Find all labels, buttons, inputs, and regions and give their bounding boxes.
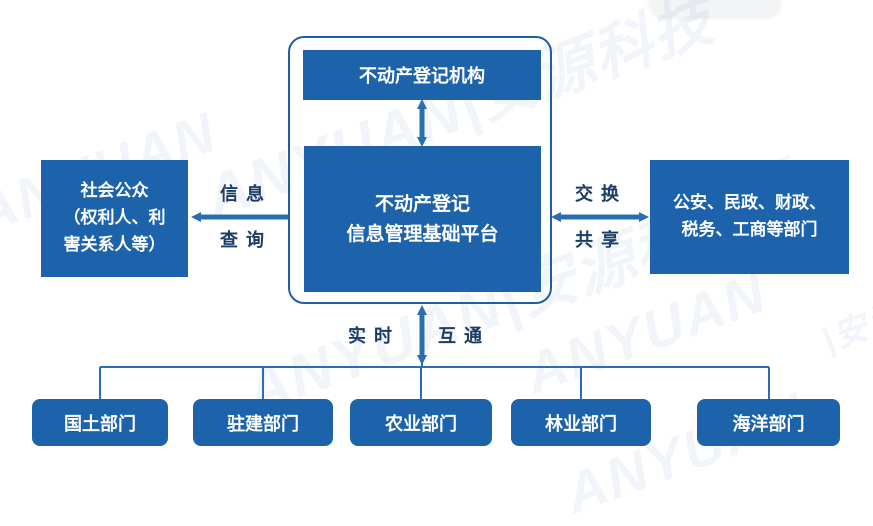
public-label-line3: 害关系人等） [63, 235, 166, 255]
share-link-label: 共享 [575, 230, 627, 251]
department-box-land: 国土部门 [32, 399, 168, 446]
platform-box: 不动产登记 信息管理基础平台 [304, 146, 541, 292]
connector-lines [99, 99, 770, 399]
query-link-label: 查询 [220, 230, 272, 251]
government-departments-box: 公安、民政、财政、 税务、工商等部门 [650, 160, 849, 274]
public-label-line1: 社会公众 [80, 181, 149, 201]
public-label-line2: （权利人、利 [63, 208, 166, 228]
department-box-construction: 驻建部门 [193, 399, 333, 446]
gov-label-line2: 税务、工商等部门 [681, 220, 818, 240]
top-decorative-shape [650, 0, 780, 16]
registration-agency-label: 不动产登记机构 [359, 66, 485, 87]
interconnect-link-label: 互通 [438, 326, 490, 347]
registration-agency-box: 不动产登记机构 [303, 50, 541, 100]
central-frame [288, 36, 552, 304]
department-box-forestry: 林业部门 [511, 399, 651, 446]
public-box: 社会公众 （权利人、利 害关系人等） [41, 160, 188, 277]
realtime-link-label: 实时 [348, 326, 400, 347]
gov-label-line1: 公安、民政、财政、 [673, 193, 826, 213]
platform-label-line1: 不动产登记 [374, 193, 470, 215]
platform-label-line2: 信息管理基础平台 [346, 223, 499, 245]
info-link-label: 信息 [220, 184, 272, 205]
exchange-link-label: 交换 [575, 184, 627, 205]
department-box-agriculture: 农业部门 [350, 399, 492, 446]
department-box-ocean: 海洋部门 [697, 399, 840, 446]
